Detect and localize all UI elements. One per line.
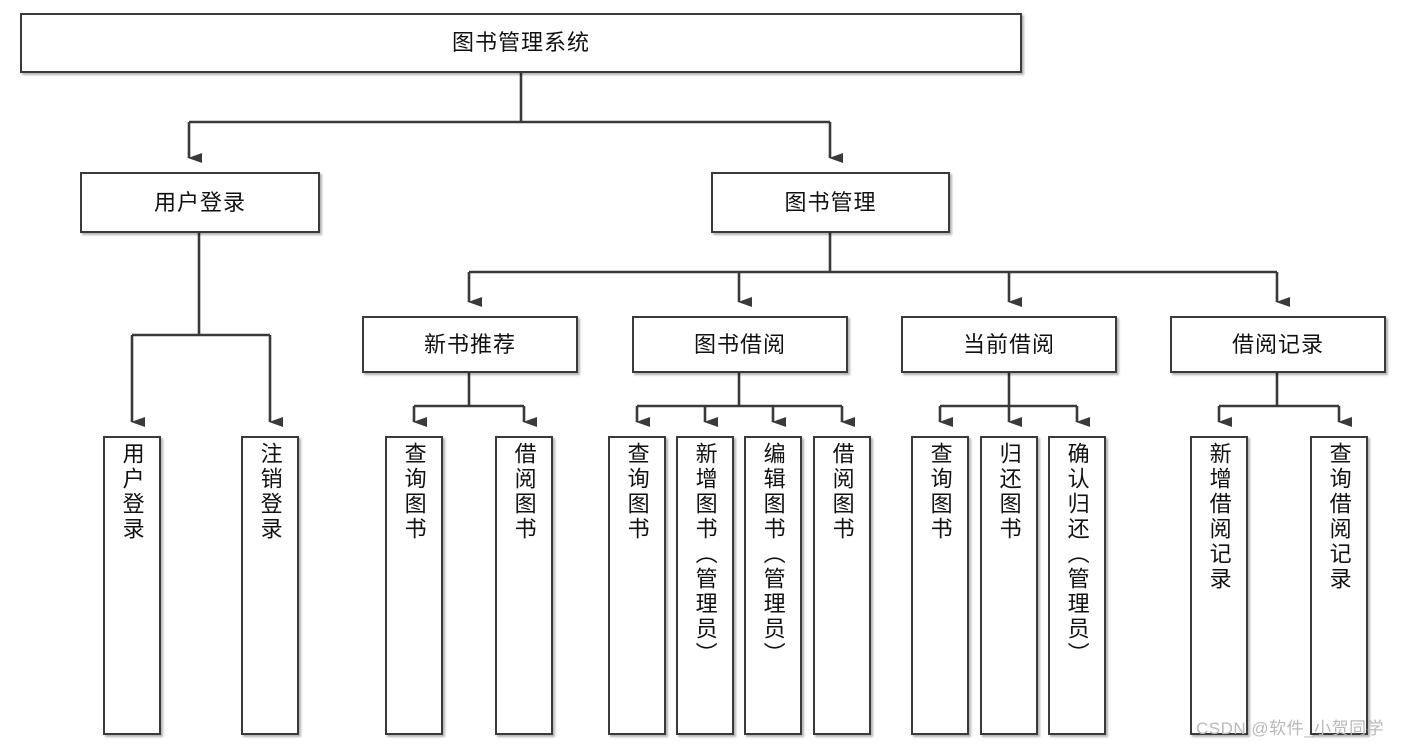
node-label: 用户登录	[119, 442, 145, 542]
node-label: 用户登录	[153, 189, 246, 215]
node-leaf-logout[interactable]: 注销登录	[241, 436, 299, 735]
node-leaf-return-book[interactable]: 归还图书	[980, 436, 1038, 735]
csdn-watermark: CSDN @软件_小贺同学	[1196, 719, 1385, 738]
node-leaf-query-book-current[interactable]: 查询图书	[911, 436, 969, 735]
node-book-borrow[interactable]: 图书借阅	[632, 316, 848, 373]
node-label: 归还图书	[996, 442, 1022, 542]
node-leaf-edit-book-admin[interactable]: 编辑图书（管理员）	[744, 436, 802, 735]
node-label: 新增借阅记录	[1206, 442, 1232, 592]
node-leaf-query-book-borrow[interactable]: 查询图书	[608, 436, 666, 735]
node-leaf-query-borrow-record[interactable]: 查询借阅记录	[1310, 436, 1368, 735]
node-label: 查询图书	[624, 442, 650, 542]
node-label: 图书管理	[784, 189, 877, 215]
node-label: 查询借阅记录	[1326, 442, 1352, 592]
node-leaf-add-borrow-record[interactable]: 新增借阅记录	[1190, 436, 1248, 735]
node-book-management[interactable]: 图书管理	[711, 172, 950, 233]
node-root-book-management-system[interactable]: 图书管理系统	[20, 13, 1022, 73]
node-borrow-record[interactable]: 借阅记录	[1170, 316, 1386, 373]
node-leaf-user-login[interactable]: 用户登录	[103, 436, 161, 735]
node-label: 查询图书	[401, 442, 427, 542]
node-user-login[interactable]: 用户登录	[80, 172, 320, 233]
node-label: 图书借阅	[693, 331, 786, 357]
node-leaf-confirm-return-admin[interactable]: 确认归还（管理员）	[1048, 436, 1106, 735]
node-label: 确认归还（管理员）	[1064, 442, 1090, 667]
node-leaf-query-book-new[interactable]: 查询图书	[385, 436, 443, 735]
node-leaf-borrow-book-new[interactable]: 借阅图书	[495, 436, 553, 735]
node-label: 借阅图书	[829, 442, 855, 542]
node-leaf-borrow-book[interactable]: 借阅图书	[813, 436, 871, 735]
node-label: 借阅记录	[1231, 331, 1324, 357]
node-current-borrow[interactable]: 当前借阅	[901, 316, 1117, 373]
node-label: 编辑图书（管理员）	[760, 442, 786, 667]
node-label: 图书管理系统	[451, 30, 590, 56]
node-label: 新书推荐	[423, 331, 516, 357]
node-label: 新增图书（管理员）	[692, 442, 718, 667]
node-label: 当前借阅	[962, 331, 1055, 357]
node-label: 注销登录	[257, 442, 283, 542]
node-new-book-recommend[interactable]: 新书推荐	[362, 316, 578, 373]
node-label: 借阅图书	[511, 442, 537, 542]
node-leaf-add-book-admin[interactable]: 新增图书（管理员）	[676, 436, 734, 735]
node-label: 查询图书	[927, 442, 953, 542]
